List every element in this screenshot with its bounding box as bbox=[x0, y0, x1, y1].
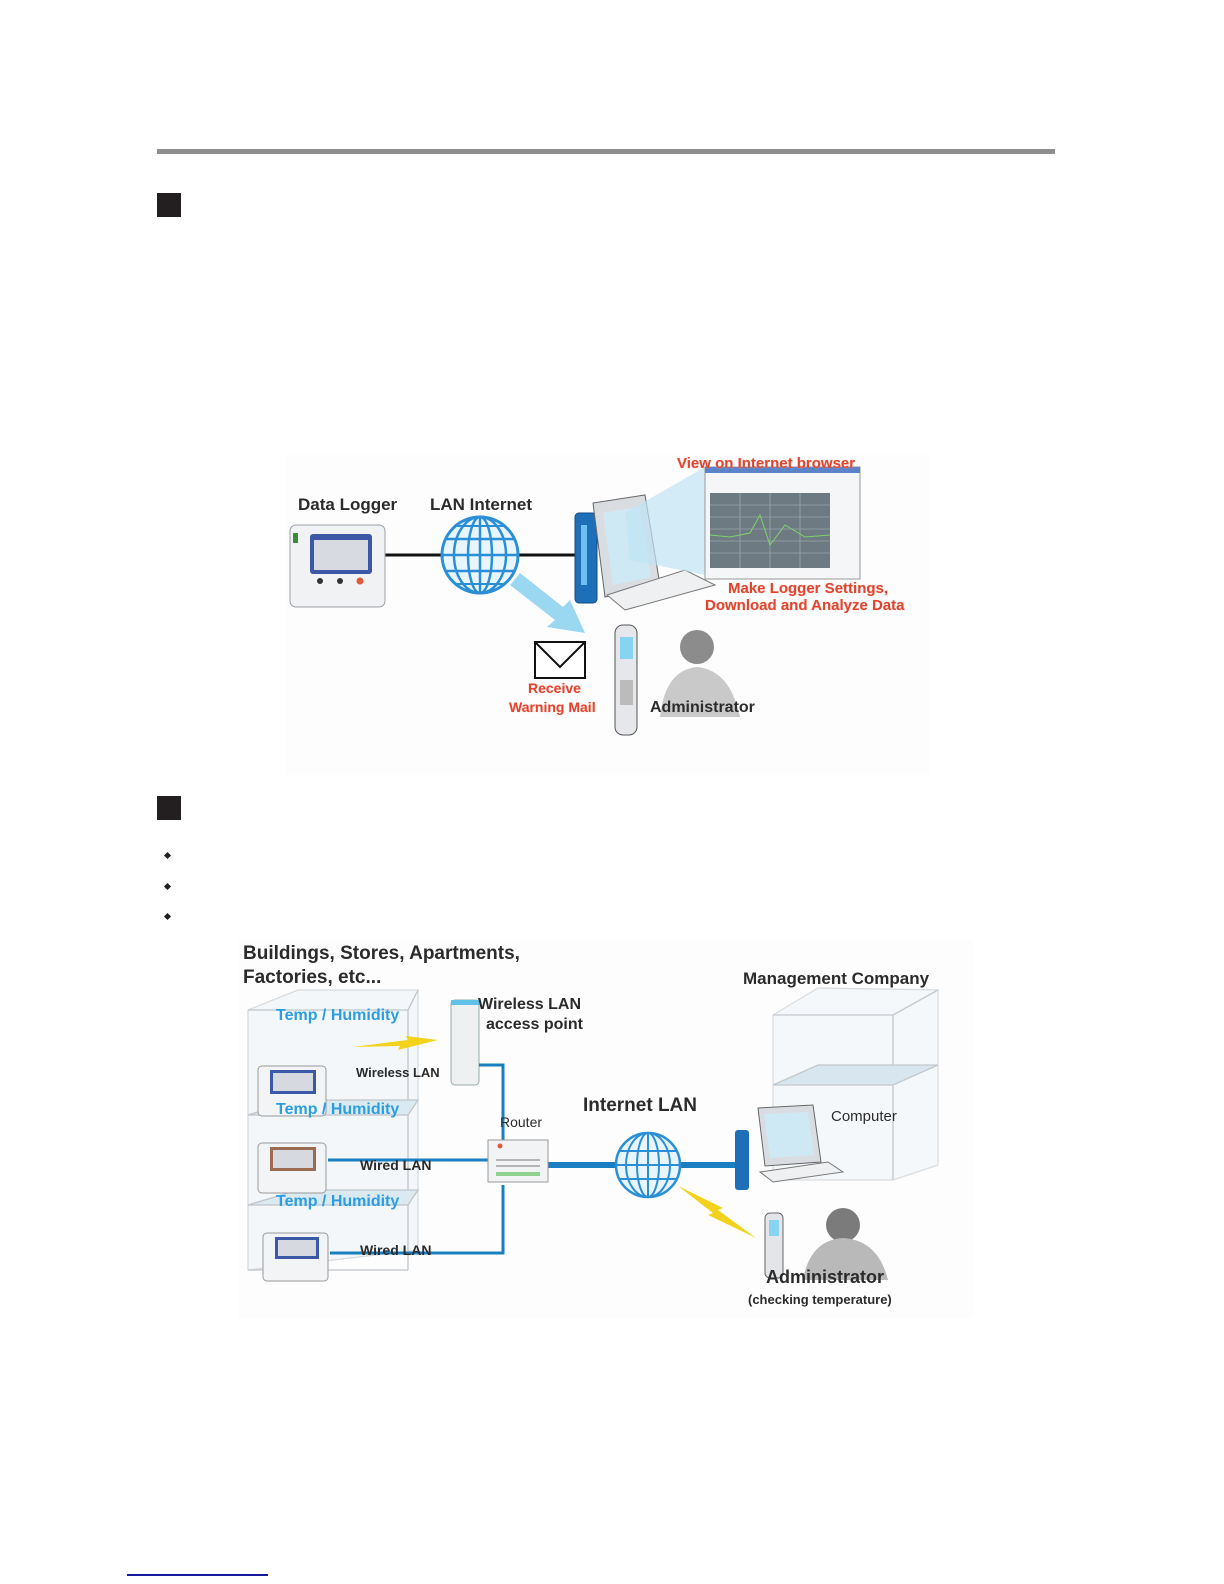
label-router: Router bbox=[500, 1114, 543, 1130]
browser-projection bbox=[625, 467, 705, 575]
label-warning-mail: Warning Mail bbox=[509, 699, 596, 715]
label-wireless-ap-2: access point bbox=[486, 1016, 583, 1033]
mobile-phone-icon bbox=[614, 624, 638, 736]
label-make-settings-2: Download and Analyze Data bbox=[705, 597, 905, 614]
router-icon bbox=[487, 1139, 549, 1183]
lan-cables bbox=[328, 1063, 505, 1255]
label-wired-lan-1: Wired LAN bbox=[360, 1157, 432, 1173]
figure-network-overview: Data Logger LAN Internet View on Interne… bbox=[285, 455, 930, 775]
label-administrator: Administrator bbox=[650, 699, 755, 716]
browser-window-illustration bbox=[704, 466, 861, 580]
section-marker-1 bbox=[157, 193, 181, 217]
bullet-2 bbox=[163, 882, 172, 891]
bullet-1 bbox=[163, 851, 172, 860]
label-management-company: Management Company bbox=[743, 969, 930, 988]
wireless-signal-icon bbox=[353, 1036, 438, 1050]
administrator-silhouette bbox=[660, 630, 740, 717]
header-rule bbox=[157, 149, 1055, 154]
mobile-signal-icon bbox=[678, 1186, 756, 1238]
label-internet-lan: Internet LAN bbox=[583, 1095, 697, 1116]
label-lan-internet: LAN Internet bbox=[430, 495, 532, 514]
label-wireless-lan: Wireless LAN bbox=[356, 1065, 440, 1080]
label-buildings: Buildings, Stores, Apartments, bbox=[243, 943, 520, 964]
data-logger-device bbox=[289, 524, 386, 608]
logger-device-1 bbox=[257, 1065, 327, 1117]
globe-icon bbox=[614, 1131, 682, 1199]
label-view-browser: View on Internet browser bbox=[677, 455, 856, 472]
building-illustration bbox=[247, 989, 420, 1271]
label-factories: Factories, etc... bbox=[243, 967, 382, 988]
label-administrator-2: Administrator bbox=[766, 1267, 885, 1287]
label-make-settings-1: Make Logger Settings, bbox=[728, 580, 889, 597]
label-checking-temperature: (checking temperature) bbox=[748, 1292, 892, 1307]
label-wired-lan-2: Wired LAN bbox=[360, 1242, 432, 1258]
access-point-icon bbox=[450, 999, 480, 1086]
pc-tower-icon bbox=[574, 512, 598, 604]
label-temp-humidity-2: Temp / Humidity bbox=[276, 1101, 400, 1118]
figure-building-network: Buildings, Stores, Apartments, Factories… bbox=[238, 940, 973, 1318]
footer-link-underline[interactable] bbox=[127, 1574, 268, 1576]
label-data-logger: Data Logger bbox=[298, 495, 398, 514]
label-receive: Receive bbox=[528, 680, 581, 696]
figure-2-graphics bbox=[247, 987, 939, 1282]
section-marker-2 bbox=[157, 796, 181, 820]
bullet-3 bbox=[163, 912, 172, 921]
mail-icon bbox=[534, 641, 586, 679]
administrator-2-illustration bbox=[764, 1208, 888, 1280]
label-temp-humidity-3: Temp / Humidity bbox=[276, 1193, 400, 1210]
label-temp-humidity-1: Temp / Humidity bbox=[276, 1007, 400, 1024]
computer-icon bbox=[735, 1104, 845, 1190]
label-wireless-ap-1: Wireless LAN bbox=[478, 996, 581, 1013]
logger-device-3 bbox=[262, 1232, 329, 1282]
arrow-to-mail-icon bbox=[510, 573, 585, 633]
logger-device-2 bbox=[257, 1142, 327, 1194]
figure-1-graphics bbox=[289, 466, 861, 736]
label-computer: Computer bbox=[831, 1108, 897, 1125]
globe-icon bbox=[440, 515, 520, 595]
